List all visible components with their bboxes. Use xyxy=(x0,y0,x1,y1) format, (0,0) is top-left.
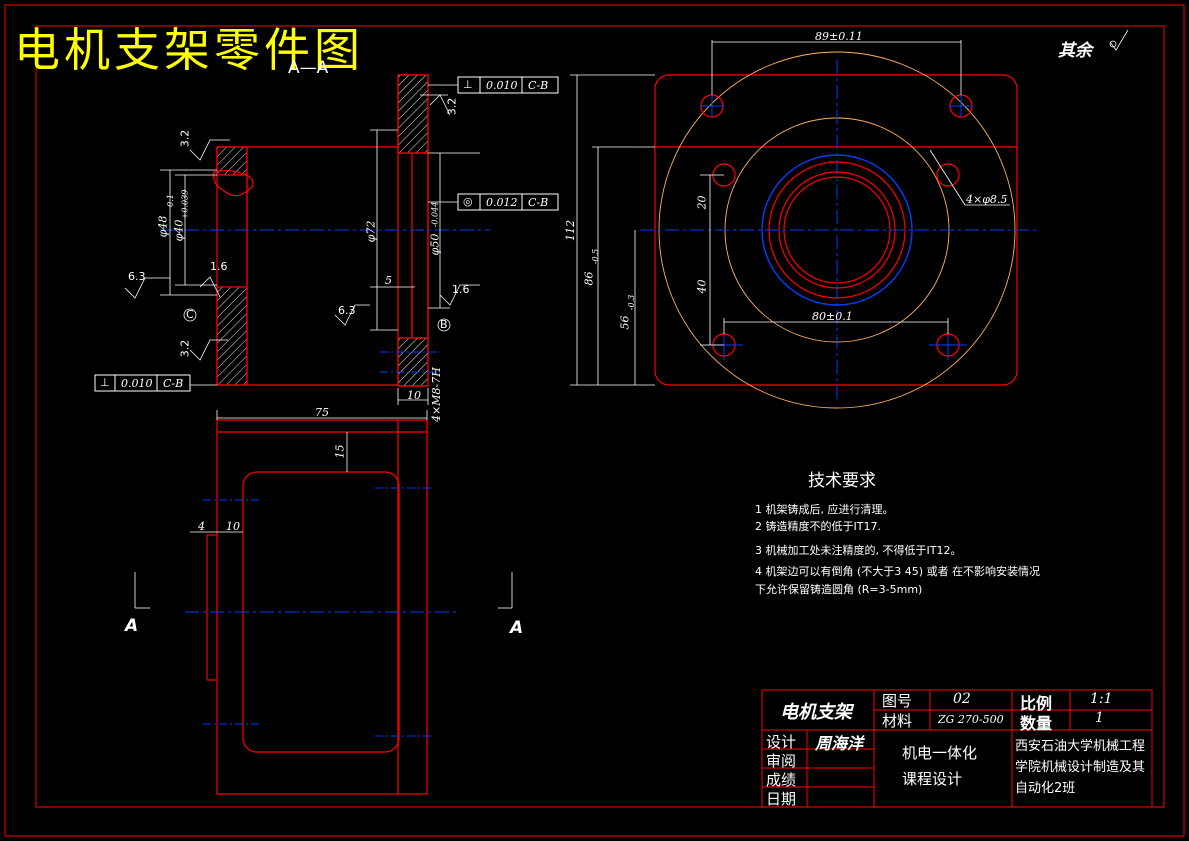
tol-value-2: 0.012 xyxy=(486,196,518,209)
tb-review-label: 审阅 xyxy=(766,752,797,770)
bottom-view xyxy=(206,419,428,795)
dim-h86: 86 xyxy=(582,271,596,286)
tech-req-item-2: 2 铸造精度不的低于IT17. xyxy=(755,520,881,533)
bottom-view-dim-lines xyxy=(134,410,513,609)
dim-d40-tol: +0.039 xyxy=(180,189,190,220)
dim-h86-tol: -0.5 xyxy=(591,248,601,265)
tb-material: ZG 270-500 xyxy=(938,713,1004,726)
tol-value-3: 0.010 xyxy=(121,377,153,390)
tol-datum-2: C-B xyxy=(528,196,549,209)
dim-v40: 40 xyxy=(695,279,709,294)
section-marker-right: A xyxy=(510,618,524,638)
roughness-63-b: 6.3 xyxy=(338,304,356,317)
tolerance-frames xyxy=(94,76,559,392)
tol-datum-1: C-B xyxy=(528,79,549,92)
dim-d50-tol: -0.044 xyxy=(430,201,440,228)
outer-border xyxy=(4,4,1185,837)
section-dim-lines xyxy=(124,84,480,405)
tech-req-item-3: 3 机械加工处未注精度的, 不得低于IT12。 xyxy=(755,544,962,557)
tb-course-line1: 机电一体化 xyxy=(902,744,978,762)
tb-qty-label: 数量 xyxy=(1020,714,1053,733)
plan-view-centerlines xyxy=(640,60,1037,400)
dim-top15: 15 xyxy=(333,444,347,459)
dim-h56-tol: -0.3 xyxy=(627,294,637,311)
tb-course-line2: 课程设计 xyxy=(902,770,963,788)
tb-designer-label: 设计 xyxy=(766,733,797,751)
tech-req-heading: 技术要求 xyxy=(808,471,876,491)
roughness-note: 其余 xyxy=(1058,41,1092,61)
roughness-16-b: 1.6 xyxy=(452,283,470,296)
section-view xyxy=(213,74,429,387)
roughness-63-a: 6.3 xyxy=(128,270,146,283)
datum-c: C xyxy=(186,308,194,321)
tol-symbol-2: ◎ xyxy=(463,195,473,208)
tb-scale-label: 比例 xyxy=(1020,694,1053,713)
tb-drawing-no-label: 图号 xyxy=(882,692,913,710)
roughness-16-a: 1.6 xyxy=(210,260,228,273)
inner-border xyxy=(35,25,1165,808)
dim-thread: 4×M8-7H xyxy=(430,367,443,422)
dim-ten: 10 xyxy=(407,389,421,402)
tb-school-line1: 西安石油大学机械工程 xyxy=(1015,739,1146,754)
roughness-32-a: 3.2 xyxy=(178,129,192,148)
dim-holes: 4×φ8.5 xyxy=(966,193,1008,206)
dim-h56: 56 xyxy=(618,315,632,330)
tb-material-label: 材料 xyxy=(882,712,913,730)
tech-req-item-4: 4 机架边可以有倒角 (不大于3 45) 或者 在不影响安装情况 xyxy=(755,565,1041,578)
datum-b: B xyxy=(440,318,448,331)
tb-qty: 1 xyxy=(1095,710,1104,726)
dim-ten-b: 10 xyxy=(226,520,240,533)
tol-value-1: 0.010 xyxy=(486,79,518,92)
tb-school-line3: 自动化2班 xyxy=(1015,781,1076,796)
dim-d50: φ50 xyxy=(428,233,442,256)
dim-v20: 20 xyxy=(695,195,709,210)
title-block-grid xyxy=(761,689,1153,808)
roughness-32-b: 3.2 xyxy=(178,339,192,358)
dim-d72: φ72 xyxy=(364,220,378,243)
tol-symbol-1: ⊥ xyxy=(463,78,473,91)
dim-span89: 89±0.11 xyxy=(815,30,863,43)
dim-four: 4 xyxy=(198,520,205,533)
dim-h112: 112 xyxy=(564,220,577,241)
tol-symbol-3: ⊥ xyxy=(100,376,110,389)
tb-drawing-no: 02 xyxy=(953,691,971,707)
section-marker-left: A xyxy=(125,616,139,636)
section-label: A—A xyxy=(288,58,329,78)
dim-span80: 80±0.1 xyxy=(812,310,853,323)
tech-req-item-5: 下允许保留铸造圆角 (R=3-5mm) xyxy=(755,583,923,596)
tb-date-label: 日期 xyxy=(766,790,797,808)
tol-datum-3: C-B xyxy=(163,377,184,390)
dim-d48: φ48 xyxy=(156,215,170,238)
dim-five: 5 xyxy=(385,274,392,287)
tb-part-name: 电机支架 xyxy=(780,702,852,723)
tb-grade-label: 成绩 xyxy=(766,771,797,789)
roughness-32-c: 3.2 xyxy=(445,97,459,116)
drawing-title: 电机支架零件图 xyxy=(14,23,364,77)
tb-scale: 1:1 xyxy=(1090,691,1113,707)
dim-d48-tol: 0.1 xyxy=(165,194,175,207)
tb-designer: 周海洋 xyxy=(815,734,864,753)
tech-req-item-1: 1 机架铸成后, 应进行清理。 xyxy=(755,503,894,516)
tb-school-line2: 学院机械设计制造及其 xyxy=(1015,760,1146,775)
dim-width75: 75 xyxy=(315,406,329,419)
plan-view-dim-lines xyxy=(570,29,1129,386)
bottom-view-centerlines xyxy=(185,487,460,737)
dim-d40: φ40 xyxy=(172,219,186,242)
